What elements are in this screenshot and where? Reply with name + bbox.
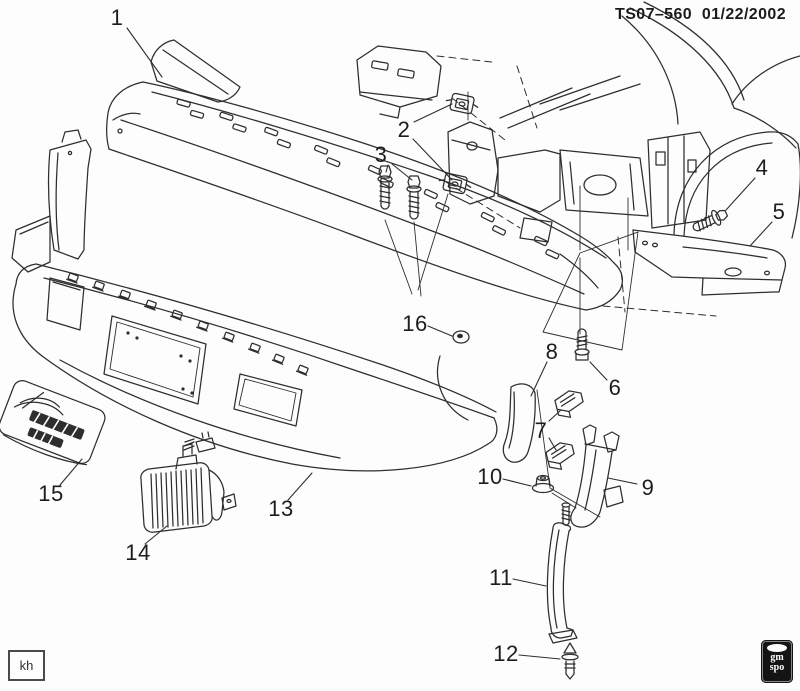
callout-4: 4 xyxy=(755,155,769,180)
fog-lamp-art xyxy=(140,431,237,533)
bracket-art-5 xyxy=(632,229,787,296)
callout-9: 9 xyxy=(641,475,655,500)
strip-art-11 xyxy=(546,502,578,644)
emblem-art xyxy=(0,380,106,466)
gm-spo-logo: gm spo xyxy=(761,640,793,683)
callout-6: 6 xyxy=(608,375,622,400)
callout-14: 14 xyxy=(125,540,151,565)
callout-16: 16 xyxy=(402,311,428,336)
callout-2: 2 xyxy=(397,117,411,142)
frame-art xyxy=(356,45,711,243)
callout-10: 10 xyxy=(477,464,503,489)
bracket-art-9 xyxy=(570,424,624,528)
valance-art xyxy=(12,263,498,472)
callout-11: 11 xyxy=(489,565,513,590)
end-support-panel-art xyxy=(11,129,92,273)
alignment-lines xyxy=(384,185,629,509)
leader-lines xyxy=(59,27,773,660)
callout-13: 13 xyxy=(268,496,294,521)
bolt-art-3 xyxy=(377,165,422,220)
callout-15: 15 xyxy=(38,481,64,506)
callout-3: 3 xyxy=(374,142,388,167)
gm-logo-oval xyxy=(767,644,787,652)
drawing-number: TS07–560 01/22/2002 xyxy=(615,6,786,23)
grommet-art xyxy=(452,330,470,344)
gm-logo-line2: spo xyxy=(769,662,785,673)
bumper-face-bar-art xyxy=(106,39,624,311)
bolt-art-6 xyxy=(574,328,590,361)
callout-12: 12 xyxy=(493,641,519,666)
callout-1: 1 xyxy=(110,5,124,30)
gm-logo-line1: gm xyxy=(770,652,784,663)
jclip-art-7 xyxy=(545,390,584,470)
artist-initials-box: kh xyxy=(8,650,45,681)
filler-art-8 xyxy=(502,383,536,463)
retainer-clip-art xyxy=(438,92,479,195)
callout-5: 5 xyxy=(772,199,786,224)
pushpin-art-12 xyxy=(561,642,579,680)
nut-art-10 xyxy=(531,474,555,494)
callout-7: 7 xyxy=(534,418,548,443)
bolt-art-4 xyxy=(692,209,729,232)
reference-plane-art xyxy=(536,231,639,518)
artist-initials: kh xyxy=(19,658,34,673)
callout-8: 8 xyxy=(545,339,559,364)
